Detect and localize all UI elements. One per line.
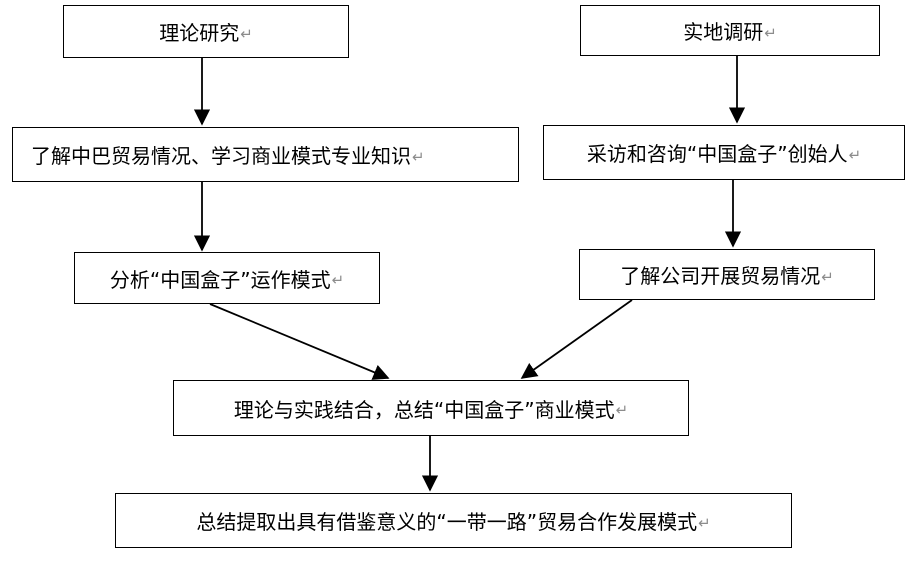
return-mark: ↵ [412, 147, 425, 166]
node-label: 总结提取出具有借鉴意义的“一带一路”贸易合作发展模式 [196, 510, 698, 534]
node-label: 了解公司开展贸易情况 [620, 264, 821, 288]
node-analyze-model: 分析“中国盒子”运作模式↵ [74, 252, 380, 304]
return-mark: ↵ [764, 23, 777, 42]
node-field-research: 实地调研↵ [580, 5, 880, 56]
return-mark: ↵ [821, 267, 834, 286]
node-company-trade: 了解公司开展贸易情况↵ [579, 249, 875, 300]
node-interview-founder: 采访和咨询“中国盒子”创始人↵ [543, 125, 905, 180]
node-combine-summarize: 理论与实践结合，总结“中国盒子”商业模式↵ [173, 380, 689, 436]
return-mark: ↵ [848, 145, 862, 164]
node-theory-research: 理论研究↵ [63, 5, 349, 58]
return-mark: ↵ [240, 24, 253, 43]
node-label: 采访和咨询“中国盒子”创始人 [586, 142, 848, 166]
node-label: 实地调研 [683, 20, 764, 44]
arrow-company-to-combine [520, 299, 633, 379]
return-mark: ↵ [615, 401, 629, 419]
node-label: 理论与实践结合，总结“中国盒子”商业模式 [233, 397, 615, 422]
return-mark: ↵ [698, 513, 711, 532]
node-label: 了解中巴贸易情况、学习商业模式专业知识 [31, 144, 411, 168]
node-label: 理论研究 [159, 21, 240, 45]
node-final-summary: 总结提取出具有借鉴意义的“一带一路”贸易合作发展模式↵ [115, 493, 792, 548]
node-understand-trade: 了解中巴贸易情况、学习商业模式专业知识↵ [12, 127, 519, 182]
return-mark: ↵ [331, 271, 345, 289]
arrow-analyze-to-combine [209, 303, 390, 380]
node-label: 分析“中国盒子”运作模式 [109, 267, 331, 292]
